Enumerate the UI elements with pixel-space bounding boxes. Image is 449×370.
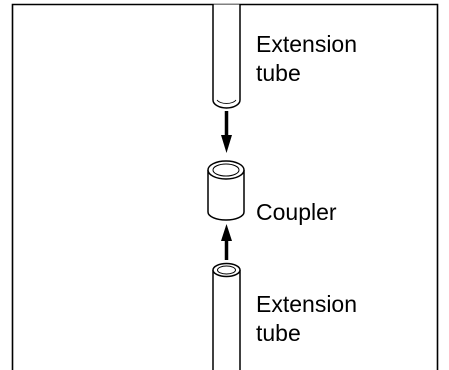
arrow-up-icon bbox=[221, 224, 232, 260]
coupler-icon bbox=[207, 160, 245, 221]
bottom-tube-label-line-1: Extension bbox=[256, 291, 358, 317]
top-tube-label-line-2: tube bbox=[256, 60, 301, 86]
bottom-extension-tube-icon bbox=[212, 262, 241, 370]
coupler-label: Coupler bbox=[256, 199, 337, 225]
top-extension-tube-icon bbox=[212, 4, 241, 109]
arrow-down-icon bbox=[221, 111, 232, 153]
top-tube-label-line-1: Extension bbox=[256, 31, 358, 57]
bottom-tube-label-line-2: tube bbox=[256, 320, 301, 346]
